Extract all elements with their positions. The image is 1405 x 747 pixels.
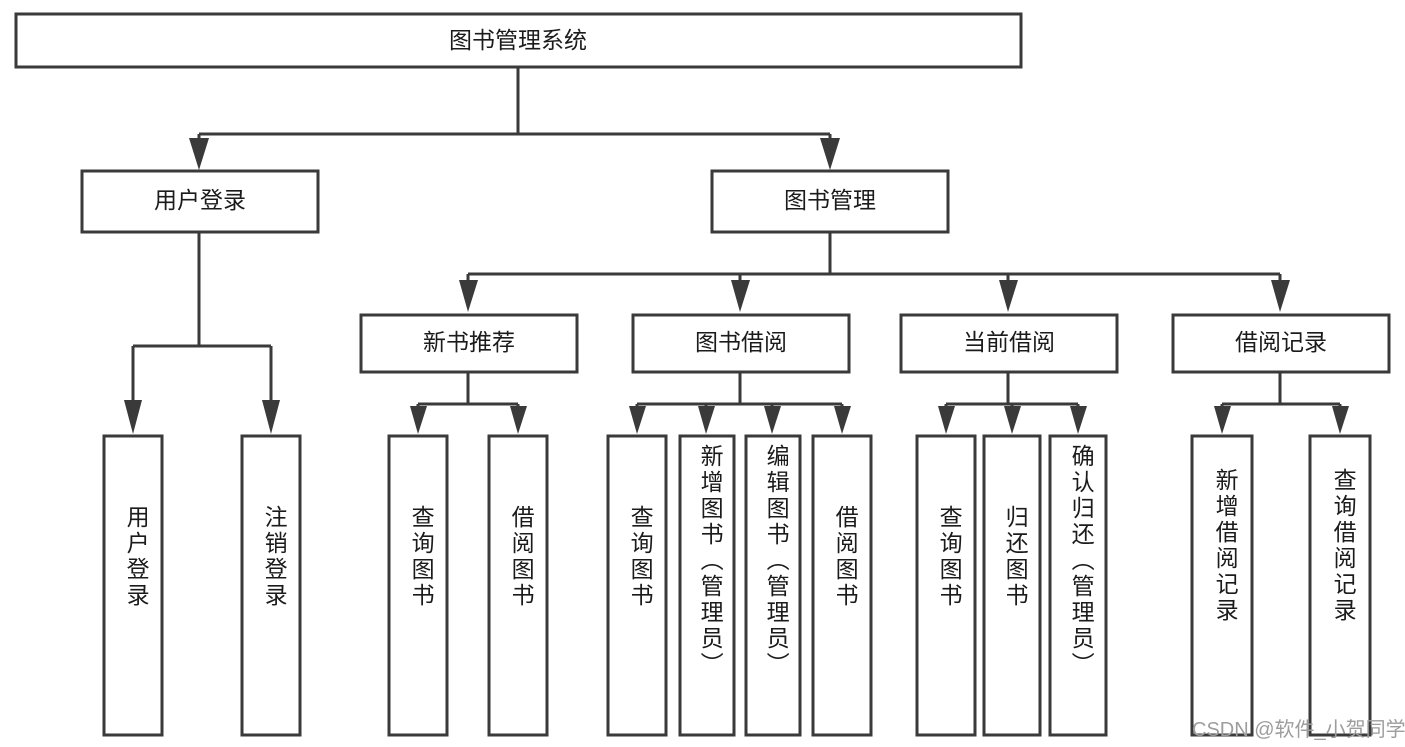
node-book-manage-box[interactable] [710, 169, 950, 234]
arrow-head-book-borrow [731, 280, 750, 312]
csdn-watermark: CSDN @软件_小贺同学 [1192, 719, 1405, 741]
node-leaf-query-book-2-box[interactable] [606, 434, 668, 737]
arrow-head-leaf-logout [262, 400, 280, 434]
arrow-head-leaf-borrow-book-2 [834, 406, 851, 434]
node-borrow-record-label: 借阅记录 [1235, 329, 1327, 355]
node-current-borrow[interactable]: 当前借阅 [899, 313, 1119, 374]
node-user-login[interactable]: 用户登录 [80, 169, 320, 234]
node-leaf-borrow-book-1-box[interactable] [487, 434, 549, 737]
node-leaf-add-record-box[interactable] [1190, 434, 1254, 737]
node-book-borrow-label: 图书借阅 [695, 329, 787, 355]
arrow-head-leaf-add-book [698, 406, 715, 434]
node-user-login-box[interactable] [80, 169, 320, 234]
node-leaf-return-book-box[interactable] [982, 434, 1042, 737]
node-new-book-rec-label: 新书推荐 [423, 329, 515, 355]
arrow-head-leaf-borrow-book-1 [510, 406, 527, 434]
connector-group-book-borrow [629, 372, 851, 434]
arrow-head-user-login [189, 138, 209, 170]
node-book-borrow[interactable]: 图书借阅 [631, 313, 851, 374]
arrow-head-borrow-record [1271, 280, 1290, 312]
node-leaf-query-book-3-box[interactable] [915, 434, 977, 737]
arrow-head-current-borrow [999, 280, 1018, 312]
node-leaf-borrow-book-2-box[interactable] [811, 434, 873, 737]
connector-group-book-manage [459, 232, 1290, 312]
arrow-head-leaf-edit-book [764, 406, 781, 434]
arrow-head-leaf-user-login [124, 400, 142, 434]
arrow-head-leaf-confirm-return [1070, 406, 1087, 434]
node-leaf-confirm-return-box[interactable] [1048, 434, 1108, 737]
node-leaf-query-record-box[interactable] [1308, 434, 1372, 737]
connector-group-root [189, 67, 840, 170]
node-new-book-rec-box[interactable] [359, 313, 579, 374]
node-book-manage[interactable]: 图书管理 [710, 169, 950, 234]
node-current-borrow-box[interactable] [899, 313, 1119, 374]
node-current-borrow-label: 当前借阅 [963, 329, 1055, 355]
arrow-head-leaf-return-book [1004, 406, 1021, 434]
node-leaf-query-book-1-box[interactable] [387, 434, 449, 737]
arrow-head-leaf-query-book-3 [938, 406, 955, 434]
node-new-book-rec[interactable]: 新书推荐 [359, 313, 579, 374]
node-borrow-record[interactable]: 借阅记录 [1171, 313, 1391, 374]
node-user-login-label: 用户登录 [154, 187, 246, 213]
arrow-head-leaf-query-book-1 [410, 406, 427, 434]
connector-group-borrow-record [1214, 372, 1349, 434]
node-root-box[interactable] [14, 12, 1023, 69]
node-leaf-edit-book-box[interactable] [744, 434, 802, 737]
arrow-head-leaf-add-record [1214, 406, 1231, 434]
arrow-head-leaf-query-book-2 [629, 406, 646, 434]
node-book-manage-label: 图书管理 [784, 187, 876, 213]
node-root-label: 图书管理系统 [449, 27, 587, 53]
node-borrow-record-box[interactable] [1171, 313, 1391, 374]
node-root[interactable]: 图书管理系统 [14, 12, 1023, 69]
node-leaf-user-login-box[interactable] [102, 434, 164, 737]
node-leaf-add-book-box[interactable] [678, 434, 736, 737]
node-leaf-logout-box[interactable] [240, 434, 302, 737]
arrow-head-new-book-rec [459, 280, 478, 312]
node-book-borrow-box[interactable] [631, 313, 851, 374]
connector-group-current-borrow [938, 372, 1087, 434]
arrow-head-leaf-query-record [1332, 406, 1349, 434]
connector-group-new-book-rec [410, 372, 527, 434]
arrow-head-book-manage [820, 138, 840, 170]
connector-group-user-login [124, 232, 280, 434]
